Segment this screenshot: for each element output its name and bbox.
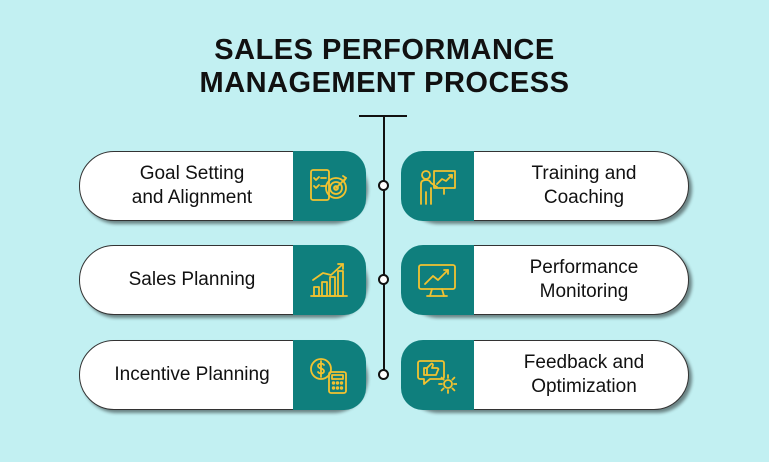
step-incentive-planning-label: Incentive Planning	[114, 363, 270, 385]
step-goal-setting: Goal Setting and Alignment	[79, 150, 366, 221]
step-feedback: Feedback and Optimization	[400, 339, 689, 410]
connector-dot-1	[378, 180, 389, 191]
step-incentive-planning-icon-box	[292, 339, 366, 410]
step-feedback-label: Feedback and Optimization	[523, 351, 645, 397]
title-line-1: SALES PERFORMANCE	[214, 34, 555, 66]
step-training-icon-box	[400, 150, 474, 221]
dollar-calculator-icon	[309, 357, 347, 394]
step-sales-planning-label: Sales Planning	[128, 268, 256, 290]
step-feedback-icon-box	[400, 339, 474, 410]
connector-dot-2	[378, 274, 389, 285]
step-training-label: Training and Coaching	[531, 162, 637, 208]
target-checklist-icon	[309, 168, 347, 201]
thumbs-up-gear-icon	[416, 359, 457, 394]
step-incentive-planning: Incentive Planning	[79, 339, 366, 410]
connector-dot-3	[378, 369, 389, 380]
diagram-title: SALES PERFORMANCE MANAGEMENT PROCESS	[0, 34, 769, 100]
monitor-trend-icon	[417, 263, 456, 297]
step-monitoring: Performance Monitoring	[400, 244, 689, 315]
step-monitoring-icon-box	[400, 244, 474, 315]
step-sales-planning-icon-box	[292, 244, 366, 315]
step-goal-setting-label: Goal Setting and Alignment	[131, 162, 253, 208]
step-sales-planning: Sales Planning	[79, 244, 366, 315]
growth-bar-chart-icon	[309, 262, 348, 297]
presenter-board-icon	[419, 169, 456, 205]
step-monitoring-label: Performance Monitoring	[529, 256, 639, 302]
title-line-2: MANAGEMENT PROCESS	[199, 67, 570, 99]
connector-trunk	[383, 116, 385, 375]
step-goal-setting-icon-box	[292, 150, 366, 221]
step-training: Training and Coaching	[400, 150, 689, 221]
